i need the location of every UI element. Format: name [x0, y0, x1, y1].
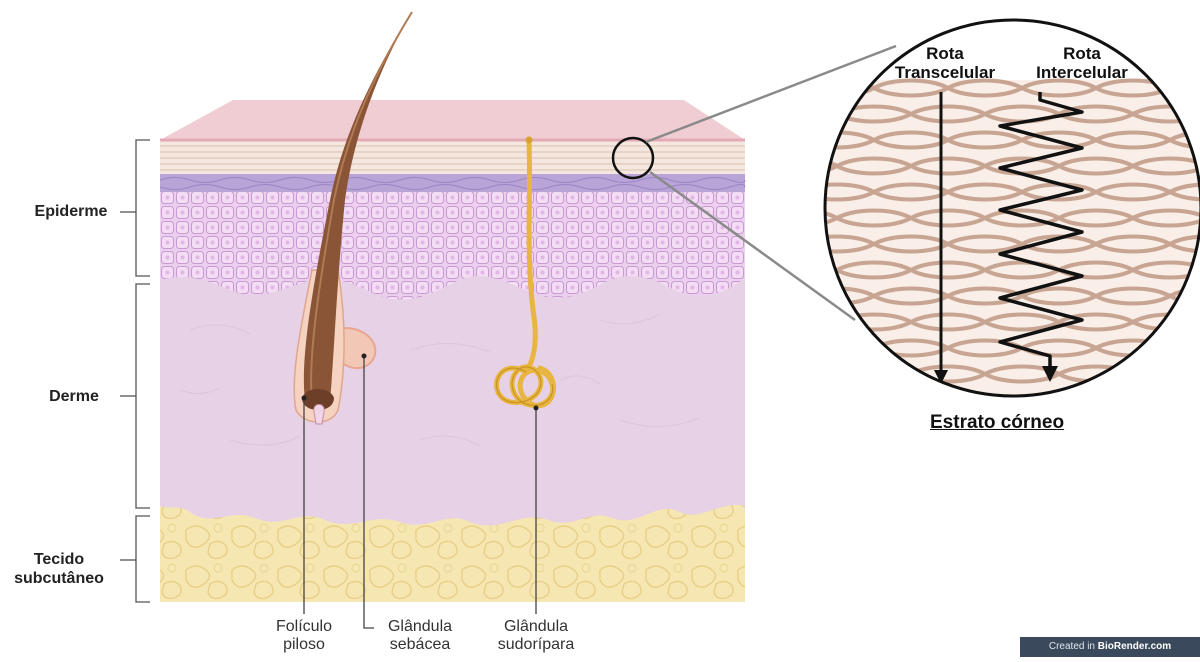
sebaceous-gland-label: Glândula sebácea [370, 618, 470, 654]
transcellular-route-label-line2: Transcelular [890, 63, 1000, 82]
layer-brackets [120, 140, 150, 602]
corneocyte [1133, 367, 1200, 382]
intercellular-route-label-line2: Intercelular [1022, 63, 1142, 82]
corneocyte [837, 367, 911, 382]
intercellular-route-label-line1: Rota [1022, 44, 1142, 63]
subcutaneous-label: Tecido subcutâneo [0, 550, 118, 588]
sweat-gland-label: Glândula sudorípara [486, 618, 586, 654]
corneocyte [763, 107, 837, 122]
sebaceous-gland-label-line2: sebácea [370, 636, 470, 654]
hair-follicle-label: Folículo piloso [254, 618, 354, 654]
dermis [160, 270, 745, 525]
corneocyte [763, 315, 837, 330]
hair-follicle-label-line1: Folículo [254, 618, 354, 636]
corneocyte [763, 367, 837, 382]
transcellular-route-label-line1: Rota [890, 44, 1000, 63]
subcutaneous-label-line2: subcutâneo [0, 569, 118, 588]
sebaceous-gland-label-line1: Glândula [370, 618, 470, 636]
biorender-badge[interactable]: Created in BioRender.com [1020, 637, 1200, 657]
corneocyte [763, 159, 837, 174]
hair-follicle-label-line2: piloso [254, 636, 354, 654]
badge-brand: BioRender.com [1098, 641, 1171, 652]
badge-prefix: Created in [1049, 641, 1098, 652]
corneocyte [1170, 81, 1200, 96]
skin-surface-top [160, 100, 745, 140]
dermis-label: Derme [34, 387, 114, 406]
subcutaneous-label-line1: Tecido [0, 550, 118, 569]
corneocyte [763, 263, 837, 278]
dermal-papilla [314, 405, 324, 425]
corneocyte [800, 341, 874, 356]
epidermis-label: Epiderme [24, 202, 118, 221]
intercellular-route-label: Rota Intercelular [1022, 44, 1142, 82]
sweat-gland-label-line2: sudorípara [486, 636, 586, 654]
corneocyte [1170, 341, 1200, 356]
stratum-corneum-caption: Estrato córneo [930, 412, 1064, 434]
sweat-gland-label-line1: Glândula [486, 618, 586, 636]
stratum-corneum [160, 140, 745, 174]
transcellular-route-label: Rota Transcelular [890, 44, 1000, 82]
